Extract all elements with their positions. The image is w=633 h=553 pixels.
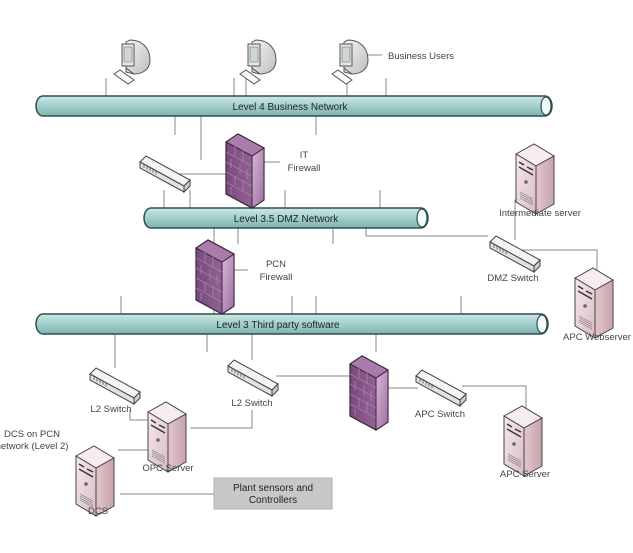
apc-server-label: APC Server xyxy=(500,469,550,480)
l2-switch-right-label: L2 Switch xyxy=(231,398,272,409)
apc-switch-label: APC Switch xyxy=(415,409,465,420)
apc-server-icon xyxy=(503,405,543,477)
plant-label-2: Controllers xyxy=(249,495,297,506)
opc-server-label: OPC Server xyxy=(142,463,193,474)
dcs-note-label-1: DCS on PCN xyxy=(4,429,60,440)
business-user-computer-1 xyxy=(113,39,151,85)
l2-switch-left-label: L2 Switch xyxy=(90,404,131,415)
level4-label: Level 4 Business Network xyxy=(232,102,348,113)
it-firewall-label-2: Firewall xyxy=(288,163,321,174)
business-user-computer-2 xyxy=(239,39,277,85)
dmz-switch-label: DMZ Switch xyxy=(487,273,538,284)
apc-webserver-label: APC Webserver xyxy=(563,332,631,343)
l2-switch-right-icon xyxy=(227,359,279,397)
apc-webserver-icon xyxy=(574,267,614,339)
apc-firewall-icon xyxy=(349,355,389,431)
plant-sensors-box: Plant sensors and Controllers xyxy=(213,477,333,510)
level4-business-network: Level 4 Business Network xyxy=(35,95,553,117)
dmz-switch-icon xyxy=(489,235,541,273)
intermediate-server-label: Intermediate server xyxy=(499,208,581,219)
pcn-firewall-label-1: PCN xyxy=(266,259,286,270)
apc-switch-icon xyxy=(415,369,467,407)
business-user-computer-3 xyxy=(331,39,369,85)
plant-label-1: Plant sensors and xyxy=(233,483,313,494)
dcs-note-label-2: network (Level 2) xyxy=(0,441,68,452)
pcn-firewall-label-2: Firewall xyxy=(260,272,293,283)
opc-server-icon xyxy=(147,401,187,473)
it-firewall-label-1: IT xyxy=(300,150,309,161)
l2-switch-left-icon xyxy=(89,367,141,405)
business-users-label: Business Users xyxy=(388,51,454,62)
level35-label: Level 3.5 DMZ Network xyxy=(234,214,339,225)
level35-dmz-network: Level 3.5 DMZ Network xyxy=(143,207,429,229)
level3-label: Level 3 Third party software xyxy=(216,320,340,331)
it-firewall-icon xyxy=(225,133,265,209)
intermediate-server-icon xyxy=(515,143,555,215)
dcs-label: DCS xyxy=(88,506,108,517)
pcn-firewall-icon xyxy=(195,239,235,315)
level3-third-party-network: Level 3 Third party software xyxy=(35,313,549,335)
